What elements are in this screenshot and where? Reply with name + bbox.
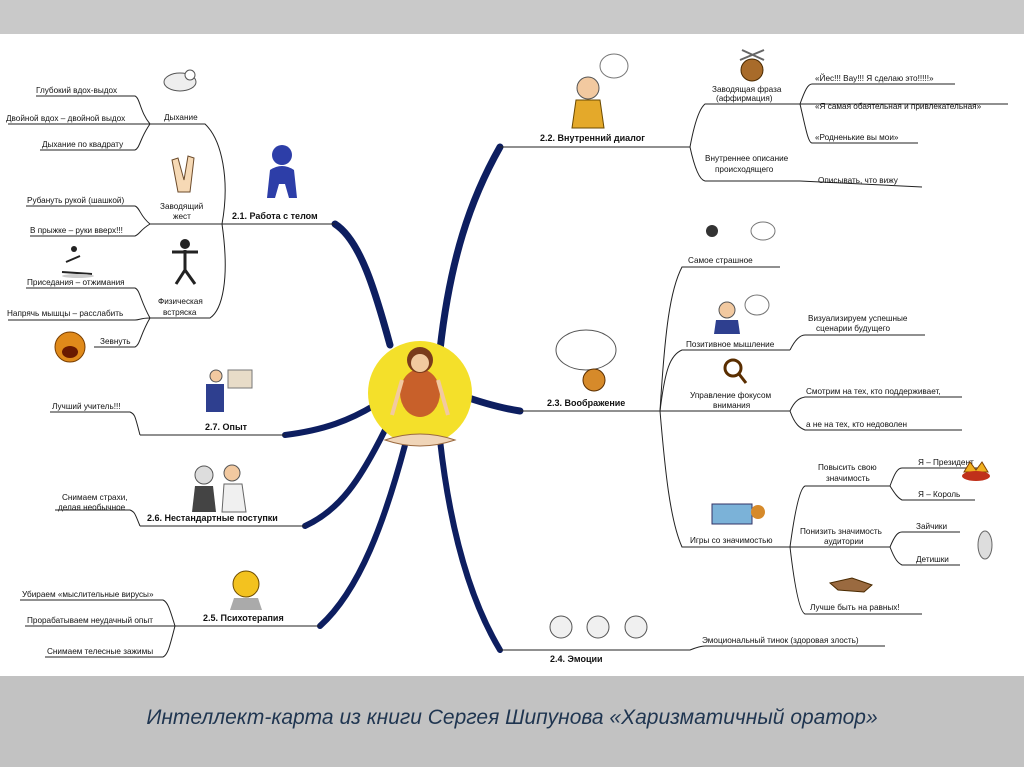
- node-positive-item-2: сценарии будущего: [816, 324, 891, 333]
- top-bar: [0, 0, 1024, 34]
- slide-caption: Интеллект-карта из книги Сергея Шипунова…: [146, 706, 878, 729]
- teacher-icon: [206, 369, 253, 412]
- node-gesture-item-1: Рубануть рукой (шашкой): [27, 196, 124, 205]
- node-games: Игры со значимостью: [690, 536, 773, 545]
- node-phrase-item-1: «Йес!!! Вау!!! Я сделаю это!!!!!»: [815, 72, 934, 83]
- branch-emotions-title: 2.4. Эмоции: [550, 654, 603, 664]
- node-breathing-3: Дыхание по квадрату: [42, 140, 124, 149]
- node-shake-item-2: Напрячь мышцы – расслабить: [7, 309, 123, 318]
- victory-hand-icon: [171, 155, 195, 193]
- node-nonstandard-item-2: делая необычное: [58, 503, 126, 512]
- bird-icon: [163, 69, 197, 92]
- node-breathing-1: Глубокий вдох-выдох: [36, 86, 117, 95]
- node-shake-1: Физическая: [158, 297, 203, 306]
- node-raise-1: Повысить свою: [818, 463, 877, 472]
- node-emotions-item: Эмоциональный тинок (здоровая злость): [702, 636, 859, 645]
- node-raise-item-2: Я – Король: [918, 490, 960, 499]
- branch-imagination-title: 2.3. Воображение: [547, 398, 625, 408]
- node-focus-1: Управление фокусом: [690, 391, 771, 400]
- faces-icon: [549, 615, 648, 639]
- node-describe-item: Описывать, что вижу: [818, 176, 899, 185]
- node-lower-item-1: Зайчики: [916, 522, 947, 531]
- node-yawn: Зевнуть: [100, 337, 130, 346]
- node-phrase-1: Заводящая фраза: [712, 85, 782, 94]
- branch-dialog-title: 2.2. Внутренний диалог: [540, 133, 645, 143]
- node-lower-item-2: Детишки: [916, 555, 949, 564]
- node-experience-item: Лучший учитель!!!: [52, 402, 121, 411]
- node-positive-item-1: Визуализируем успешные: [808, 314, 908, 323]
- node-gesture-item-2: В прыжке – руки вверх!!!: [30, 226, 123, 235]
- node-shake-item-1: Приседания – отжимания: [27, 278, 125, 287]
- node-raise-item-1: Я – Президент: [918, 458, 974, 467]
- branch-body-title: 2.1. Работа с телом: [232, 211, 318, 221]
- node-raise-2: значимость: [826, 474, 870, 483]
- excited-dog-icon: [739, 49, 765, 82]
- node-breathing-2: Двойной вдох – двойной выдох: [6, 114, 125, 123]
- node-nonstandard-item-1: Снимаем страхи,: [62, 493, 128, 502]
- node-scary: Самое страшное: [688, 256, 753, 265]
- node-gesture-2: жест: [173, 212, 191, 221]
- node-phrase-2: (аффирмация): [716, 94, 773, 103]
- node-describe-2: происходящего: [715, 165, 774, 174]
- rabbit-icon: [977, 530, 993, 560]
- node-psycho-item-2: Прорабатываем неудачный опыт: [27, 616, 153, 625]
- mind-map: 2.1. Работа с телом 2.2. Внутренний диал…: [0, 34, 1024, 676]
- node-equal: Лучше быть на равных!: [810, 603, 900, 612]
- surprised-people-icon: [192, 464, 247, 513]
- branch-psycho-title: 2.5. Психотерапия: [203, 613, 284, 623]
- handshake-icon: [828, 577, 873, 593]
- person-icon: [267, 145, 297, 198]
- martial-arts-icon: [172, 239, 198, 285]
- center-figure: [368, 341, 472, 447]
- node-phrase-item-2: «Я самая обаятельная и привлекательная»: [815, 102, 982, 111]
- node-lower-2: аудитории: [824, 537, 864, 546]
- node-breathing: Дыхание: [164, 113, 198, 122]
- connector-lines: [8, 83, 1008, 658]
- exercise-figure-icon: [61, 246, 94, 278]
- node-positive: Позитивное мышление: [686, 340, 775, 349]
- podium-icon: [711, 503, 765, 525]
- caption-bar: Интеллект-карта из книги Сергея Шипунова…: [0, 676, 1024, 767]
- thought-bubble-icon: [555, 329, 617, 392]
- branch-experience-title: 2.7. Опыт: [205, 422, 248, 432]
- scared-icon: [706, 221, 776, 241]
- crown-icon: [962, 461, 990, 481]
- thinking-man-icon: [571, 53, 629, 129]
- node-psycho-item-1: Убираем «мыслительные вирусы»: [22, 590, 154, 599]
- branch-nonstandard-title: 2.6. Нестандартные поступки: [147, 513, 278, 523]
- node-focus-item-1: Смотрим на тех, кто поддерживает,: [806, 387, 941, 396]
- node-focus-item-2: а не на тех, кто недоволен: [806, 420, 907, 429]
- node-lower-1: Понизить значимость: [800, 527, 882, 536]
- dreaming-man-icon: [714, 294, 770, 334]
- node-describe-1: Внутреннее описание: [705, 154, 789, 163]
- yawning-face-icon: [54, 331, 86, 363]
- node-phrase-item-3: «Родненькие вы мои»: [815, 133, 899, 142]
- helmet-man-icon: [230, 570, 262, 610]
- magnifier-icon: [723, 358, 748, 384]
- node-shake-2: встряска: [163, 308, 197, 317]
- node-psycho-item-3: Снимаем телесные зажимы: [47, 647, 153, 656]
- node-focus-2: внимания: [713, 401, 750, 410]
- node-gesture-1: Заводящий: [160, 202, 203, 211]
